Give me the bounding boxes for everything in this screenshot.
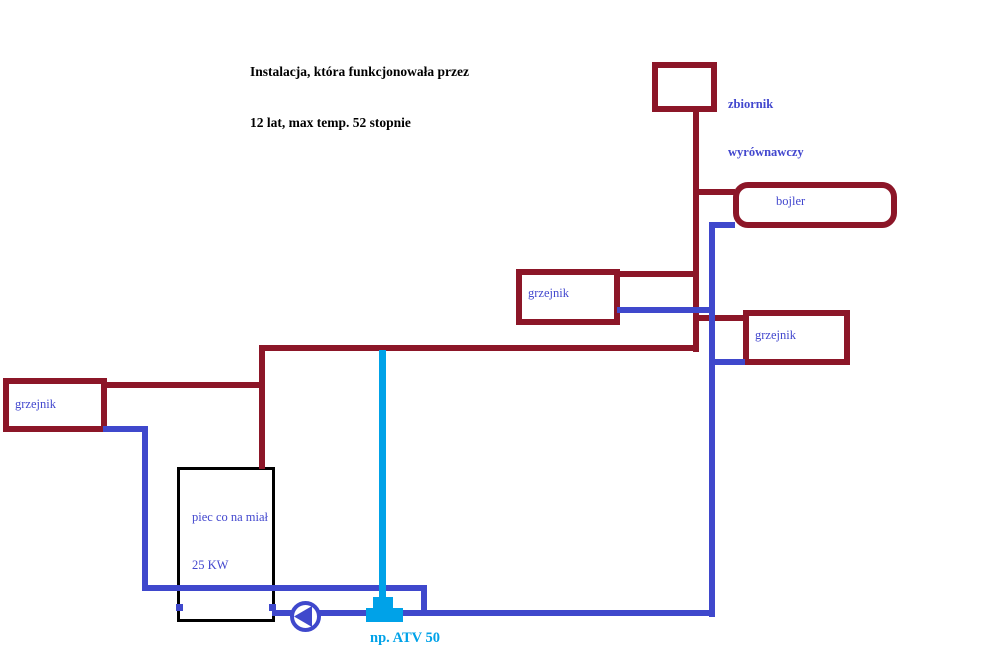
supply-pipe-main-horizontal bbox=[259, 345, 699, 351]
diagram-title-line1: Instalacja, która funkcjonowała przez bbox=[250, 64, 469, 79]
expansion-tank-label-line1: zbiornik bbox=[728, 97, 774, 111]
expansion-tank-label-line2: wyrównawczy bbox=[728, 145, 804, 159]
return-pipe-main-vertical bbox=[709, 222, 715, 617]
furnace-label-line1: piec co na miał bbox=[192, 510, 269, 524]
return-pipe-radiator-middle-branch bbox=[617, 307, 715, 313]
return-pipe-radiator-right-branch bbox=[709, 359, 745, 365]
radiator-right-box bbox=[743, 310, 850, 365]
return-pipe-radiator-left-drop bbox=[142, 426, 148, 591]
supply-pipe-radiator-right-branch bbox=[693, 315, 745, 321]
mixing-valve-body bbox=[366, 608, 403, 622]
supply-pipe-radiator-middle-branch bbox=[617, 271, 699, 277]
radiator-left-label: grzejnik bbox=[15, 397, 56, 411]
expansion-tank-label: zbiornik wyrównawczy bbox=[728, 64, 804, 192]
supply-pipe-furnace-riser bbox=[259, 345, 265, 469]
radiator-left-box bbox=[3, 378, 107, 432]
supply-pipe-boiler-branch bbox=[693, 189, 735, 195]
furnace-return-port-left bbox=[176, 604, 183, 611]
pump-icon bbox=[290, 601, 321, 632]
supply-pipe-tank-riser bbox=[693, 110, 699, 352]
return-pipe-boiler-branch bbox=[709, 222, 735, 228]
furnace-label: piec co na miał 25 KW bbox=[192, 477, 268, 605]
diagram-title-line2: 12 lat, max temp. 52 stopnie bbox=[250, 115, 411, 130]
radiator-right-label: grzejnik bbox=[755, 328, 796, 342]
supply-pipe-radiator-left-branch bbox=[105, 382, 265, 388]
return-pipe-lower-horizontal bbox=[272, 610, 715, 616]
boiler-box bbox=[733, 182, 897, 228]
return-pipe-radiator-left-stub bbox=[103, 426, 148, 432]
boiler-label: bojler bbox=[776, 194, 806, 208]
valve-bypass-pipe bbox=[379, 350, 386, 600]
return-pipe-upper-horizontal bbox=[142, 585, 427, 591]
expansion-tank-box bbox=[652, 62, 717, 112]
furnace-label-line2: 25 KW bbox=[192, 558, 229, 572]
diagram-title: Instalacja, która funkcjonowała przez 12… bbox=[250, 29, 469, 165]
furnace-return-port-right bbox=[269, 604, 276, 611]
mixing-valve-stem bbox=[373, 597, 393, 609]
mixing-valve-label: np. ATV 50 bbox=[370, 630, 440, 646]
return-pipe-join-drop bbox=[421, 585, 427, 616]
radiator-middle-label: grzejnik bbox=[528, 286, 569, 300]
radiator-middle-box bbox=[516, 269, 620, 325]
furnace-box bbox=[177, 467, 275, 622]
